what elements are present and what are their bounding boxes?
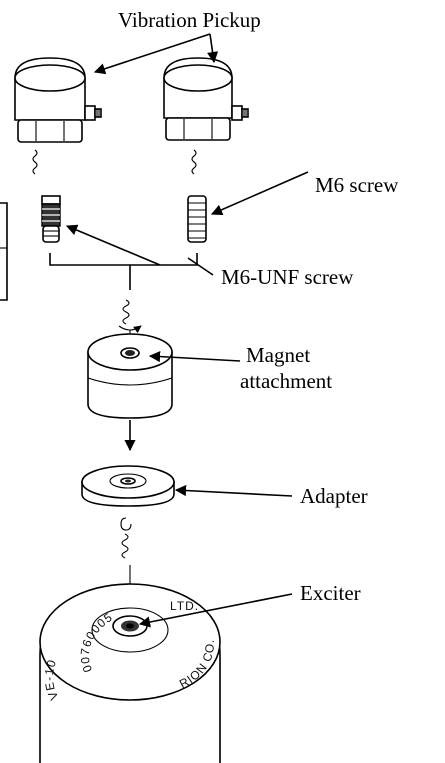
exciter-model-engraving: VE-10 [42,657,61,702]
m6-unf-screw-part [41,195,61,243]
adapter-part [81,465,175,507]
label-m6-unf-screw: M6-UNF screw [221,265,354,289]
label-adapter: Adapter [300,484,368,508]
label-vibration-pickup: Vibration Pickup [118,8,261,32]
exciter-part [39,583,221,763]
label-magnet-line2: attachment [240,369,332,393]
bracket [49,253,198,266]
vibration-pickup-right [163,57,249,175]
m6-screw-part [187,195,207,243]
label-exciter: Exciter [300,581,361,605]
magnet-attachment-part [87,333,173,419]
page-edge-bracket [0,202,8,301]
label-magnet-line1: Magnet [246,343,310,367]
vibration-pickup-left [14,57,102,175]
exciter-ltd-engraving: LTD. [170,599,199,613]
label-m6-screw: M6 screw [315,173,399,197]
